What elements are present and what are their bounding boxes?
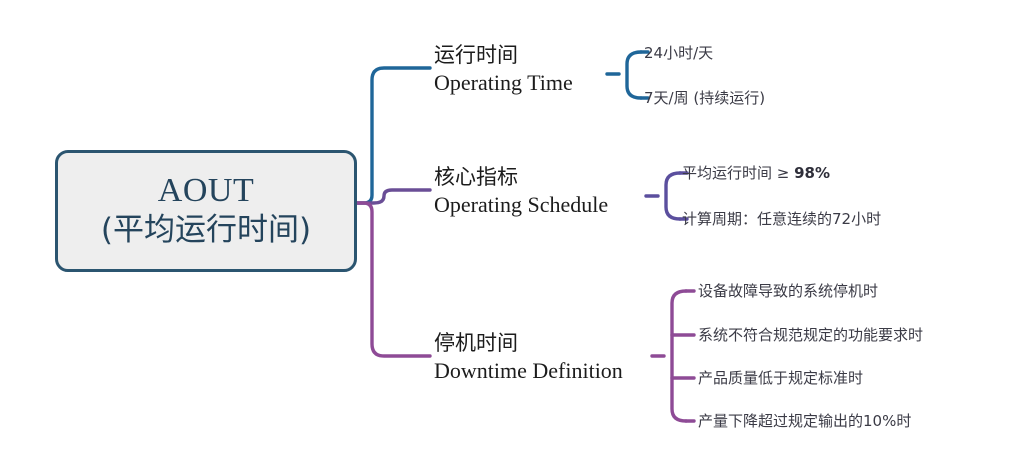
trunk-to-core-metric	[355, 188, 432, 205]
bracket-operating-time-spine	[625, 50, 643, 100]
bracket-downtime-spine	[670, 289, 688, 423]
leaf-item[interactable]: 平均运行时间 ≥ 98%	[682, 166, 830, 181]
branch-label-cn: 停机时间	[434, 331, 518, 355]
leaf-item[interactable]: 7天/周 (持续运行)	[644, 89, 766, 107]
branch-label-core-metric[interactable]: 核心指标 Operating Schedule	[434, 164, 608, 218]
branch-label-cn: 核心指标	[434, 165, 518, 189]
bracket-core-metric-spine	[664, 171, 682, 221]
trunk-to-operating-time	[355, 66, 432, 205]
leaf-item[interactable]: 计算周期：任意连续的72小时	[682, 210, 882, 228]
branch-label-en: Operating Time	[434, 69, 573, 95]
root-subtitle: (平均运行时间)	[100, 212, 312, 249]
leaf-text: 平均运行时间 ≥	[682, 164, 795, 182]
leaf-strong-value: 98%	[794, 164, 831, 182]
leaf-item[interactable]: 24小时/天	[644, 44, 714, 62]
branch-label-en: Downtime Definition	[434, 357, 623, 383]
leaf-item[interactable]: 产量下降超过规定输出的10%时	[698, 412, 912, 430]
branch-label-en: Operating Schedule	[434, 191, 609, 217]
leaf-item[interactable]: 系统不符合规范规定的功能要求时	[698, 326, 924, 344]
branch-label-operating-time[interactable]: 运行时间 Operating Time	[434, 42, 573, 96]
branch-label-cn: 运行时间	[434, 43, 518, 67]
leaf-item[interactable]: 设备故障导致的系统停机时	[698, 282, 879, 300]
branch-label-downtime[interactable]: 停机时间 Downtime Definition	[434, 330, 623, 384]
trunk-to-downtime	[355, 201, 432, 358]
root-node[interactable]: AOUT (平均运行时间)	[55, 150, 357, 272]
leaf-item[interactable]: 产品质量低于规定标准时	[698, 369, 864, 387]
root-title: AOUT	[157, 172, 255, 210]
